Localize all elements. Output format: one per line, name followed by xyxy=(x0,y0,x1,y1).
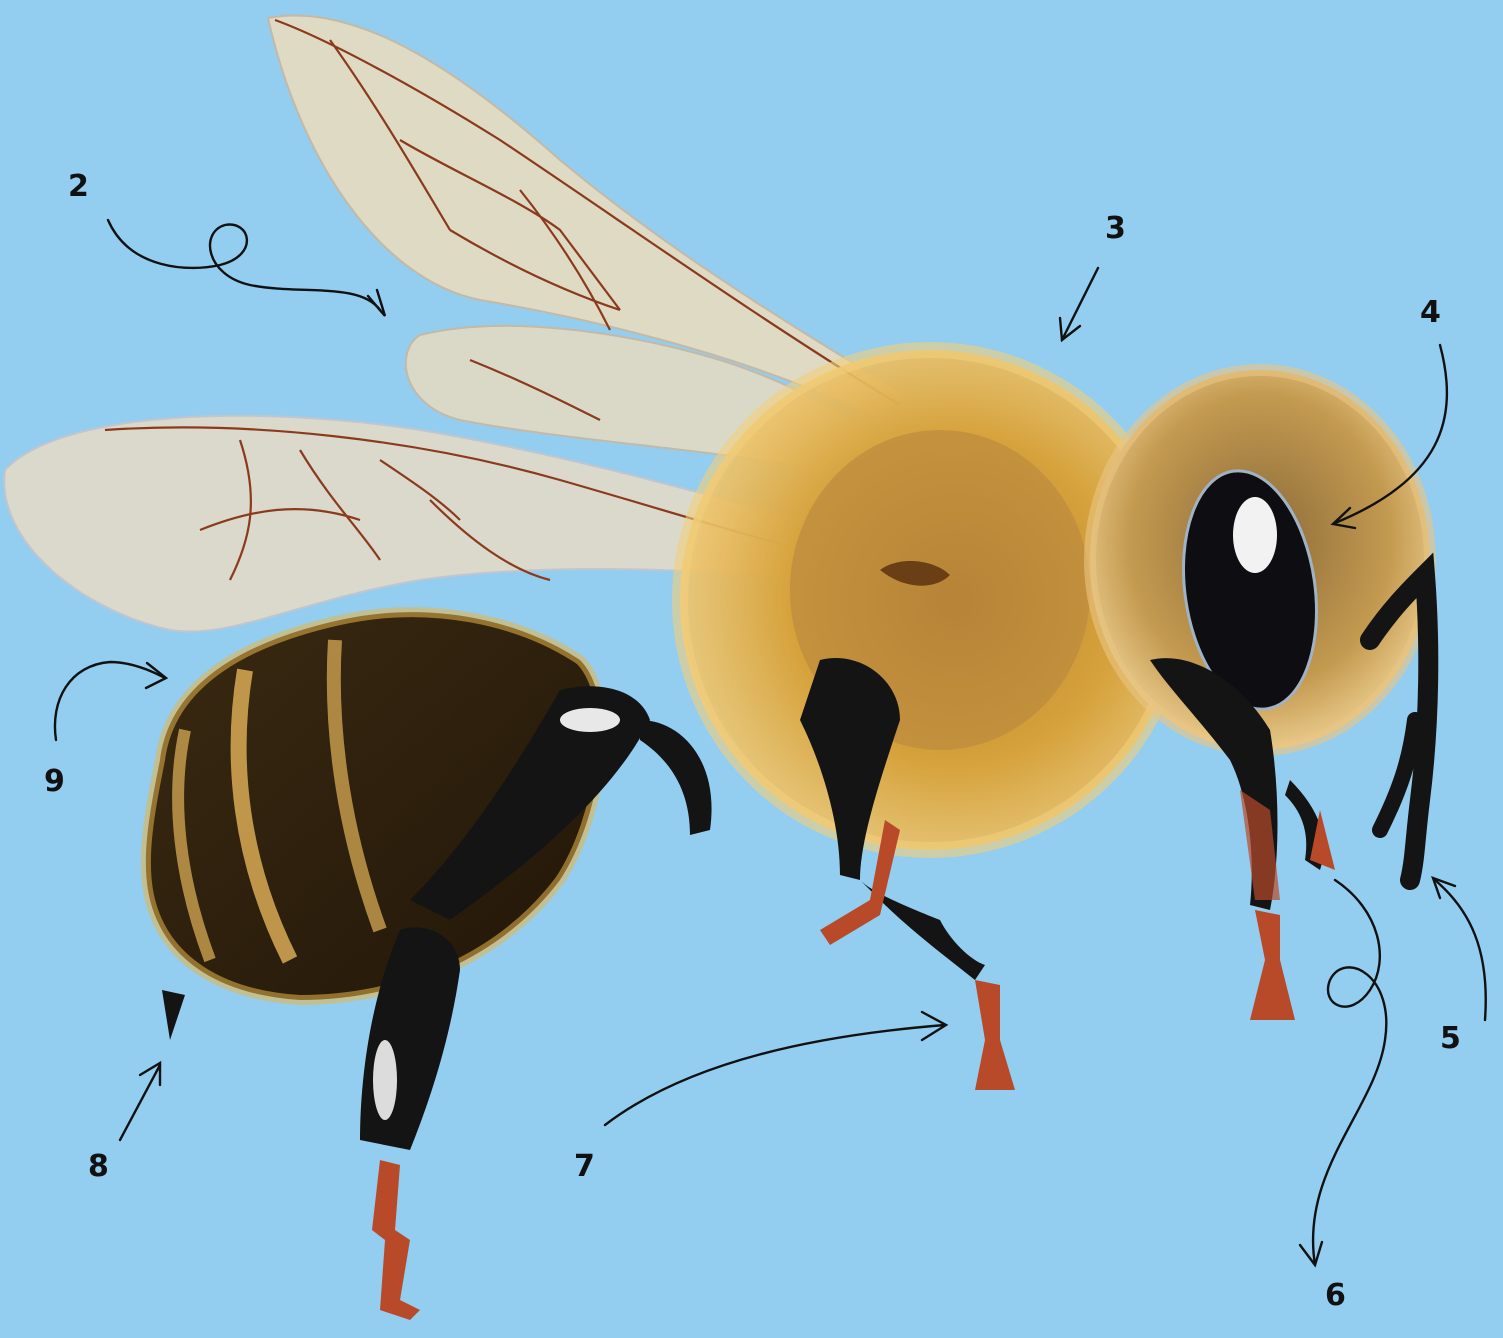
arrow-9 xyxy=(55,662,165,740)
label-6: 6 xyxy=(1325,1281,1346,1311)
arrow-8 xyxy=(120,1065,160,1140)
label-7: 7 xyxy=(574,1152,595,1182)
label-4: 4 xyxy=(1420,298,1441,328)
label-9: 9 xyxy=(44,767,65,797)
arrow-5 xyxy=(1435,880,1486,1020)
label-2: 2 xyxy=(68,172,89,202)
arrow-3 xyxy=(1062,268,1098,340)
arrow-6 xyxy=(1313,880,1386,1265)
label-3: 3 xyxy=(1105,214,1126,244)
label-5: 5 xyxy=(1440,1024,1461,1054)
arrow-7 xyxy=(605,1025,945,1125)
arrow-2 xyxy=(108,220,380,310)
stinger xyxy=(162,990,185,1040)
label-8: 8 xyxy=(88,1152,109,1182)
